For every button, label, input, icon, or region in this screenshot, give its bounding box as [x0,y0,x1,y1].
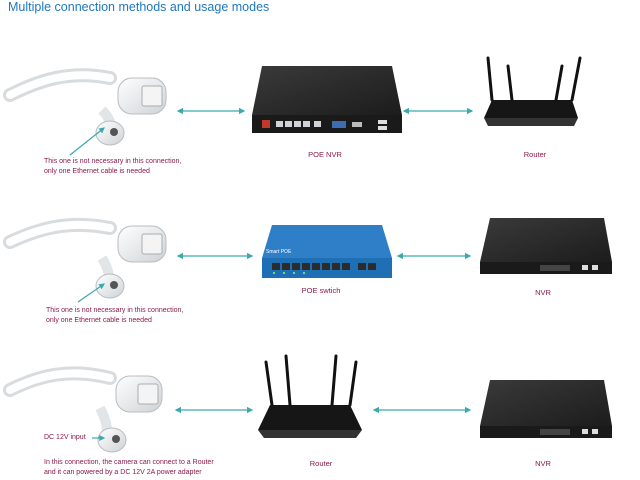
router-device-3 [258,354,362,438]
nvr-device-2 [480,218,612,274]
note-line: only one Ethernet cable is needed [46,317,152,324]
note-pointer-arrow [77,283,105,303]
nvr-device-3 [480,380,612,438]
dc-input-label: DC 12V input [44,434,86,441]
poe-nvr-label: POE NVR [308,150,342,159]
note-pointer-arrow [69,127,105,156]
page-title: Multiple connection methods and usage mo… [8,0,270,14]
note-line: only one Ethernet cable is needed [44,168,150,175]
camera-cable-3 [3,366,163,453]
poe-nvr-device [252,66,402,133]
poe-switch-device [262,225,392,278]
row-3-note: In this connection, the camera can conne… [44,458,214,478]
note-line: This one is not necessary in this connec… [44,158,182,165]
camera-cable-2 [3,217,167,299]
nvr-label: NVR [535,288,551,297]
router-label: Router [523,150,547,159]
row-1-note: This one is not necessary in this connec… [44,157,181,177]
router-device-1 [484,56,582,126]
row-3 [3,354,612,453]
camera-cable-1 [3,68,167,146]
poe-switch-label: POE swtich [301,286,341,295]
row-2 [3,217,612,303]
row-2-note: This one is not necessary in this connec… [46,306,183,326]
nvr-label: NVR [535,459,551,468]
note-line: This one is not necessary in this connec… [46,307,184,314]
switch-brand-label: Smart POE [266,249,292,255]
router-label: Router [309,459,333,468]
note-line: and it can powered by a DC 12V 2A power … [44,469,202,476]
row-1 [3,56,582,156]
note-line: In this connection, the camera can conne… [44,459,214,466]
